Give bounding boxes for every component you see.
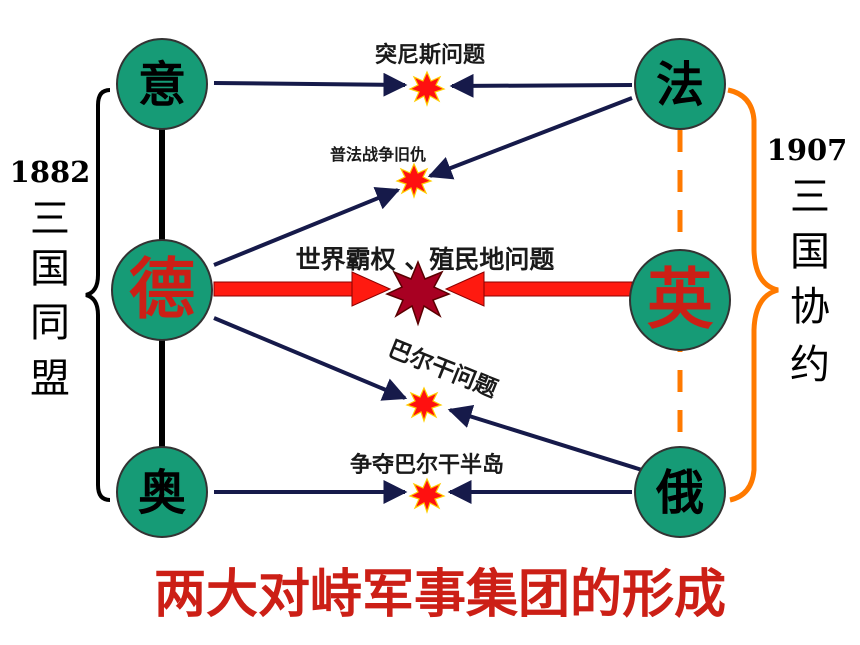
node-germany: 德 [111, 239, 213, 341]
arrow-france-tunisia [449, 73, 633, 98]
node-austria: 奥 [116, 446, 208, 538]
burst-franco [395, 162, 433, 199]
burst-balkan [405, 386, 443, 423]
arrow-germany-balkan [213, 316, 408, 401]
label-world-hegemony: 世界霸权 、殖民地问题 [296, 245, 555, 274]
node-italy-label: 意 [138, 57, 186, 113]
entente-bracket [727, 87, 779, 503]
label-tunisia: 突尼斯问题 [375, 42, 486, 68]
burst-tunisia [408, 70, 446, 107]
footer-title: 两大对峙军事集团的形成 [154, 565, 726, 625]
entente-char-3: 协 [790, 284, 830, 330]
arrow-italy-tunisia [213, 72, 408, 97]
entente-char-2: 国 [790, 229, 830, 275]
alliance-char-2: 国 [30, 246, 70, 292]
entente-char-4: 约 [790, 342, 830, 388]
arrow-france-franco [427, 96, 633, 180]
label-balkan-issue: 巴尔干问题 [384, 335, 501, 403]
node-france: 法 [634, 38, 726, 130]
arrow-germany-hegemony [213, 271, 392, 307]
node-germany-label: 德 [129, 251, 195, 328]
label-franco-prussian: 普法战争旧仇 [330, 145, 426, 164]
node-austria-label: 奥 [138, 465, 186, 521]
burst-hegemony [385, 260, 451, 327]
node-russia: 俄 [634, 446, 726, 538]
arrow-britain-hegemony [444, 271, 633, 307]
node-britain-label: 英 [647, 261, 714, 338]
node-france-label: 法 [656, 57, 704, 113]
alliance-year: 1882 [10, 155, 91, 189]
alliance-char-1: 三 [30, 196, 70, 242]
entente-year: 1907 [767, 133, 848, 167]
entente-char-1: 三 [790, 174, 830, 220]
alliance-char-4: 盟 [30, 356, 70, 402]
arrow-russia-balkan [447, 404, 643, 472]
burst-peninsula [408, 477, 446, 514]
node-italy: 意 [116, 38, 208, 130]
alliance-char-3: 同 [30, 300, 70, 346]
arrow-germany-franco [213, 187, 401, 267]
alliance-brace [85, 88, 111, 502]
node-britain: 英 [629, 249, 731, 351]
node-russia-label: 俄 [655, 465, 704, 521]
label-balkan-peninsula: 争夺巴尔干半岛 [350, 452, 504, 478]
